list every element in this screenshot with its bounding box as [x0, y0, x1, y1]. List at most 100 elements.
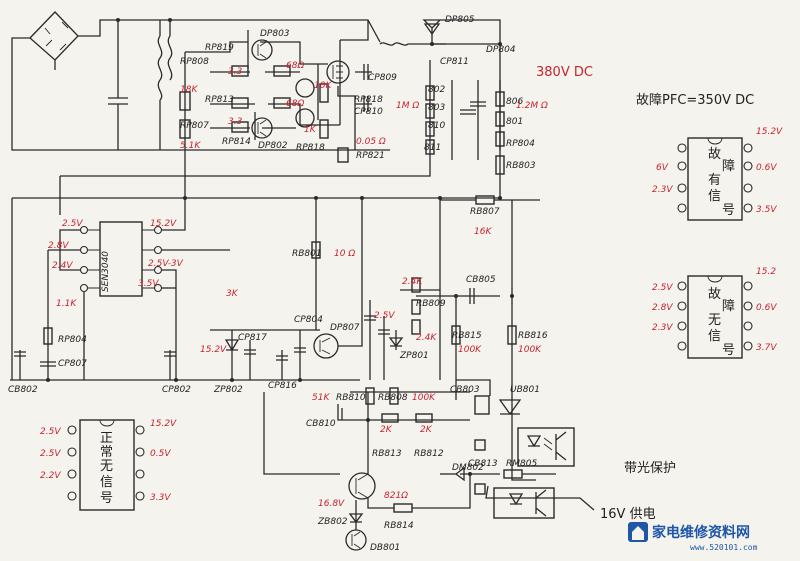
ic-left-pin6-v: 2.5V-3V [148, 259, 184, 269]
label-rb815: RB815 [452, 331, 482, 341]
label-cb813: CB813 [468, 459, 498, 469]
label-rb816: RB816 [518, 331, 548, 341]
value-18k: 18K [180, 85, 198, 95]
label-cb805: CB805 [466, 275, 496, 285]
label-dp802: DP802 [258, 141, 288, 151]
value-16-8v: 16.8V [318, 499, 345, 509]
label-rb807: RB807 [470, 207, 500, 217]
ic-fault-nosignal-char4: 信 [708, 329, 721, 344]
label-802: 802 [428, 85, 445, 95]
label-sen3040: SEN3040 [101, 251, 111, 292]
label-dp807: DP807 [330, 323, 360, 333]
label-804: RP804 [506, 139, 535, 149]
ic-fault-signal-pin5-v: 3.5V [756, 205, 777, 215]
value-51k: 51K [312, 393, 330, 403]
value-2-4k-top: 2.4K [402, 277, 423, 287]
label-rp813: RP813 [205, 95, 234, 105]
ic-fault-signal-pin7-v: 0.6V [756, 163, 777, 173]
ic-fault-signal-char5: 号 [722, 203, 735, 218]
ic-normal-pin3-v: 2.2V [40, 471, 61, 481]
value-1-1k: 1.1K [56, 299, 77, 309]
value-2-4k-bottom: 2.4K [416, 333, 437, 343]
label-cp807: CP807 [58, 359, 87, 369]
value-3-3-top: 3.3 [228, 67, 243, 77]
value-100k-rb816: 100K [518, 345, 542, 355]
value-1m: 1M Ω [396, 101, 419, 111]
ic-normal-pin8-v: 15.2V [150, 419, 177, 429]
ic-normal-pin5-v: 3.3V [150, 493, 171, 503]
label-cb810: CB810 [306, 419, 336, 429]
label-zp802: ZP802 [213, 385, 243, 395]
label-cp811: CP811 [440, 57, 469, 67]
ic-normal-char1: 正 [100, 431, 113, 446]
label-rp819: RP819 [205, 43, 234, 53]
label-811: 811 [424, 143, 441, 153]
label-cp817: CP817 [238, 333, 267, 343]
ic-left-pin3-v: 2.4V [52, 261, 73, 271]
ic-fault-nosignal-pin7-v: 0.6V [756, 303, 777, 313]
ic-fault-signal-char3: 有 [708, 173, 721, 188]
value-10-ohm: 10 Ω [334, 249, 355, 259]
ic-fault-signal-char2: 障 [722, 159, 735, 174]
label-rb803: RB803 [506, 161, 536, 171]
label-dm802: DM802 [452, 463, 484, 473]
ic-left-pin5-v: 3.5V [138, 279, 159, 289]
value-2-5v-shunt: 2.5V [374, 311, 395, 321]
label-rp807: RP807 [180, 121, 209, 131]
component-labels: DP805 DP804 DP803 CP811 CP809 CP810 RP81… [8, 15, 548, 553]
value-2k-a: 2K [380, 425, 393, 435]
label-cp804: CP804 [294, 315, 323, 325]
label-ub801: UB801 [510, 385, 540, 395]
ic-fault-nosignal-pin1-v: 2.5V [652, 283, 673, 293]
label-806: 806 [506, 97, 523, 107]
ic-left-pin-voltages: 2.5V 2.8V 2.4V 15.2V 2.5V-3V 3.5V [48, 219, 184, 289]
ic-normal-pin2-v: 2.5V [40, 449, 61, 459]
value-3k: 3K [226, 289, 239, 299]
value-3-3-bottom: 3.3 [228, 117, 243, 127]
ic-fault-signal-char1: 故 [708, 147, 721, 162]
watermark-url: www.520101.com [690, 543, 758, 552]
label-rm805: RM805 [506, 459, 537, 469]
value-100k-rb808: 100K [412, 393, 436, 403]
label-cb803: CB803 [450, 385, 480, 395]
value-68-bottom: 68Ω [286, 99, 304, 109]
label-zb802: ZB802 [317, 517, 348, 527]
ic-left-pin1-v: 2.5V [62, 219, 83, 229]
value-2k-b: 2K [420, 425, 433, 435]
value-68-top: 68Ω [286, 61, 304, 71]
label-zp801: ZP801 [399, 351, 429, 361]
label-cp809: CP809 [368, 73, 397, 83]
label-rb814: RB814 [384, 521, 414, 531]
ic-fault-nosignal-char5: 号 [722, 343, 735, 358]
ic-normal-char3: 无 [100, 459, 113, 474]
label-rp821: RP821 [356, 151, 385, 161]
watermark-text: 家电维修资料网 [652, 524, 750, 541]
ic-fault-signal-char4: 信 [708, 189, 721, 204]
label-810: 810 [428, 121, 445, 131]
label-rp808: RP808 [180, 57, 209, 67]
label-rb810: RB810 [336, 393, 366, 403]
ic-normal-char2: 常 [100, 445, 113, 460]
label-dp805: DP805 [445, 15, 475, 25]
standby-note: 带光保护 [624, 461, 676, 476]
label-rp818: RP818 [354, 95, 383, 105]
label-rb809: RB809 [416, 299, 446, 309]
value-15-2v: 15.2V [200, 345, 227, 355]
ic-fault-nosignal-pin3-v: 2.3V [652, 323, 673, 333]
ic-fault-signal-pin2-v: 6V [656, 163, 669, 173]
value-1k: 1K [304, 125, 317, 135]
fault-title: 故障PFC=350V DC [636, 93, 754, 108]
junction-dots [46, 18, 514, 476]
value-821: 821Ω [384, 491, 408, 501]
ic-left-pin2-v: 2.8V [48, 241, 69, 251]
label-cp816: CP816 [268, 381, 297, 391]
ic-left-pin8-v: 15.2V [150, 219, 177, 229]
ic-fault-signal: 故 障 有 信 号 6V 2.3V 15.2V 0.6V 3.5V [652, 127, 783, 221]
label-db801: DB801 [370, 543, 400, 553]
ic-fault-nosignal-char2: 障 [722, 299, 735, 314]
value-annotations: 3.3 68Ω 18K 10K 3.3 68Ω 5.1K 1K 1M Ω 1.2… [56, 61, 676, 522]
label-rb813: RB813 [372, 449, 402, 459]
label-803: 803 [428, 103, 445, 113]
